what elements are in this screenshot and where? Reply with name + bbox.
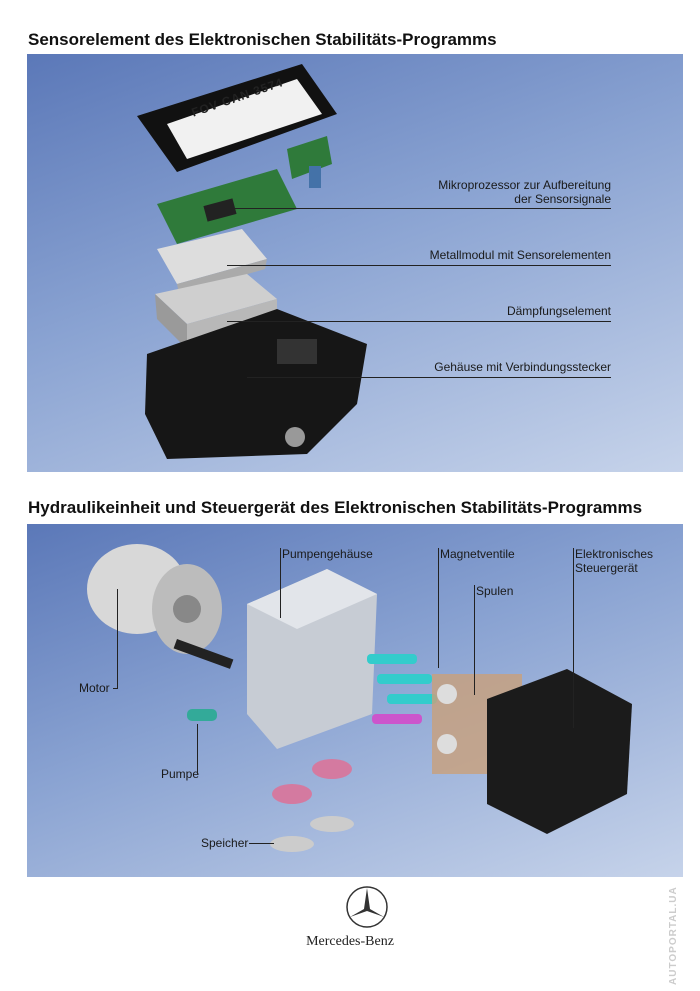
accumulator xyxy=(270,759,354,852)
pump-piston xyxy=(187,709,217,721)
label-speicher: Speicher xyxy=(201,836,249,850)
brand-name: Mercedes-Benz xyxy=(306,934,394,949)
circuit-board xyxy=(157,136,332,244)
label-gehaeuse: Gehäuse mit Verbindungsstecker xyxy=(434,360,611,374)
leader-line xyxy=(280,548,281,618)
label-sensorsignale: der Sensorsignale xyxy=(514,192,611,206)
label-motor: Motor xyxy=(79,681,110,695)
label-pumpe: Pumpe xyxy=(161,767,200,781)
section2-title: Hydraulikeinheit und Steuergerät des Ele… xyxy=(28,498,643,517)
leader-line xyxy=(197,724,198,774)
leader-line xyxy=(247,377,611,378)
sensor-illustration xyxy=(137,64,367,459)
sensor-diagram: FOV CAN 3574 Mikroprozessor zur Aufberei… xyxy=(27,54,683,472)
section1-title: Sensorelement des Elektronischen Stabili… xyxy=(28,30,497,49)
leader-line xyxy=(227,265,611,266)
control-unit xyxy=(487,669,632,834)
label-magnetventile: Magnetventile xyxy=(440,547,515,561)
label-pumpengehaeuse: Pumpengehäuse xyxy=(282,547,373,561)
label-spulen: Spulen xyxy=(476,584,514,598)
leader-line xyxy=(227,208,611,209)
valves xyxy=(367,654,437,724)
hydraulic-diagram: Pumpengehäuse Magnetventile Spulen Elekt… xyxy=(27,524,683,877)
motor xyxy=(87,544,234,669)
hydraulic-illustration xyxy=(87,544,632,852)
housing xyxy=(145,309,367,459)
label-daempfungselement: Dämpfungselement xyxy=(506,304,611,318)
sensor-cover xyxy=(137,64,337,172)
watermark: AUTOPORTAL.UA xyxy=(668,886,679,985)
leader-line xyxy=(438,548,439,668)
leader-line xyxy=(573,548,574,728)
pump-housing xyxy=(247,569,377,749)
leader-line xyxy=(227,321,611,322)
leader-line xyxy=(117,589,118,689)
label-steuergeraet-1: Elektronisches xyxy=(575,547,654,561)
label-metallmodul: Metallmodul mit Sensorelementen xyxy=(429,248,611,262)
label-mikroprozessor: Mikroprozessor zur Aufbereitung xyxy=(438,178,611,192)
mercedes-star-logo xyxy=(346,886,388,928)
leader-line xyxy=(474,585,475,695)
label-steuergeraet-2: Steuergerät xyxy=(575,561,638,575)
leader-line xyxy=(113,688,117,689)
leader-line xyxy=(249,843,274,844)
